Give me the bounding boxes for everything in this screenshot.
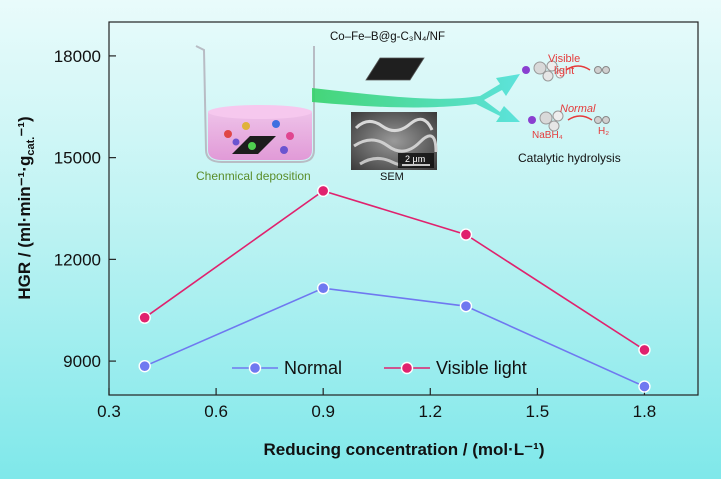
axes-layer: 0.3 0.6 0.9 1.2 1.5 1.8 9000 12000 15000 18000	[54, 47, 657, 421]
visible-label: Visible	[548, 53, 580, 65]
y-axis-title-main: HGR / (ml·min⁻¹·g	[15, 156, 34, 300]
legend-label: Visible light	[436, 358, 527, 378]
visible-light-reaction	[522, 60, 610, 82]
data-point	[459, 228, 473, 241]
data-point	[138, 359, 151, 373]
x-tick-label: 1.5	[526, 402, 550, 421]
light-label: light	[554, 65, 574, 77]
series-line-visible-light	[144, 189, 645, 351]
x-tick-label: 1.8	[633, 402, 657, 421]
legend-marker	[400, 361, 414, 375]
data-point	[138, 311, 151, 324]
data-point	[316, 184, 330, 198]
data-point	[638, 380, 651, 393]
nabh4-label: NaBH₄	[532, 130, 563, 141]
normal-reaction-label: Normal	[560, 103, 596, 115]
legend-marker	[248, 361, 262, 375]
y-axis-title-sub: cat.	[25, 137, 37, 156]
h2-label: H₂	[598, 126, 609, 137]
catalyst-label: Co–Fe–B@g-C₃N₄/NF	[330, 31, 445, 43]
data-point	[316, 281, 330, 295]
sem-label: SEM	[380, 171, 404, 183]
series-line-normal	[144, 287, 645, 388]
x-tick-label: 0.9	[311, 402, 335, 421]
deposition-label: Chenmical deposition	[196, 169, 311, 183]
y-tick-label: 18000	[54, 47, 101, 66]
y-tick-label: 12000	[54, 250, 101, 269]
catalyst-sheet	[365, 57, 425, 81]
y-tick-label: 15000	[54, 149, 101, 168]
data-point	[638, 343, 651, 357]
y-axis-title-end: ⁻¹)	[15, 116, 34, 136]
x-axis-title: Reducing concentration / (mol·L⁻¹)	[264, 440, 545, 459]
y-tick-label: 9000	[63, 352, 101, 371]
normal-reaction	[528, 110, 610, 132]
beaker-icon	[195, 45, 315, 163]
x-tick-label: 1.2	[418, 402, 442, 421]
legend: Normal Visible light	[232, 358, 527, 378]
flow-arrow	[312, 74, 520, 122]
series-layer	[138, 184, 651, 393]
schematic-inset: Chenmical deposition Co–Fe–B@g-C₃N₄/NF 2…	[195, 31, 621, 183]
hydrolysis-label: Catalytic hydrolysis	[518, 151, 621, 165]
sem-image: 2 μm	[351, 112, 438, 170]
x-tick-label: 0.6	[204, 402, 228, 421]
scale-bar-label: 2 μm	[405, 154, 425, 164]
x-tick-label: 0.3	[97, 402, 121, 421]
data-point	[459, 299, 473, 313]
plot-frame	[108, 21, 699, 396]
legend-label: Normal	[284, 358, 342, 378]
y-axis-title: HGR / (ml·min⁻¹·gcat.⁻¹)	[15, 116, 37, 299]
